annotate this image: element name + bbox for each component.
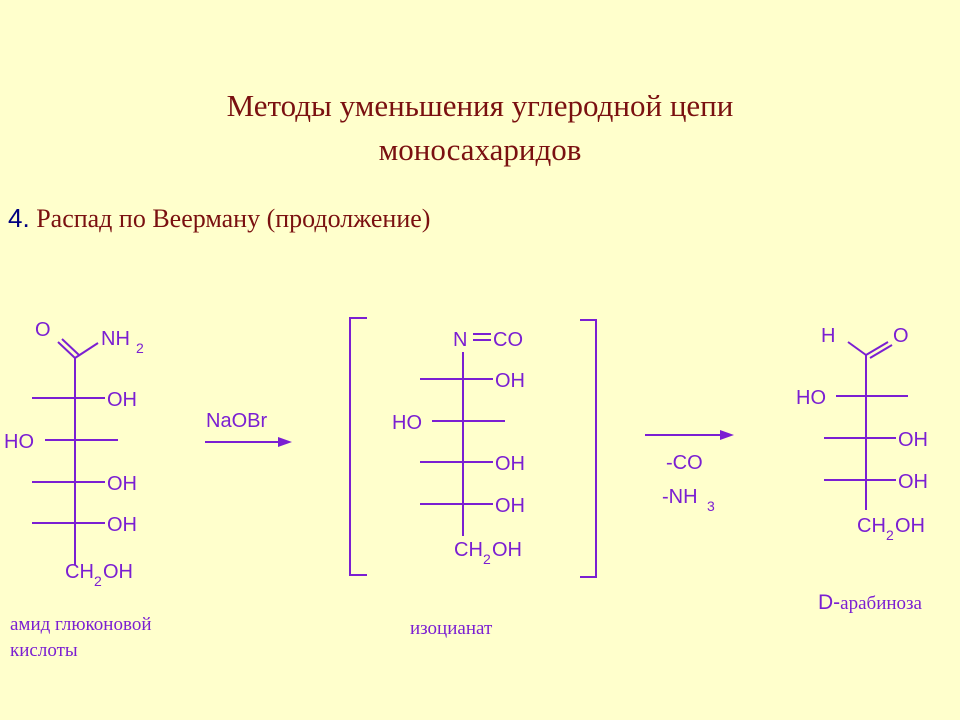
arabinose-caption-name: арабиноза xyxy=(840,593,922,614)
amide-nh-subscript: 2 xyxy=(136,340,144,356)
isocyanate-c4-oh: OH xyxy=(495,453,525,475)
arabinose-c4-oh: OH xyxy=(898,471,928,493)
reagent-naobr: NaOBr xyxy=(206,410,267,432)
amide-c5-oh: OH xyxy=(107,514,137,536)
arabinose-c2-ho: HO xyxy=(796,387,826,409)
slide-title-line1: Методы уменьшения углеродной цепи xyxy=(226,88,734,123)
amide-c2-oh: OH xyxy=(107,389,137,411)
arabinose-caption-prefix: D- xyxy=(818,591,841,614)
arabinose-aldehyde-o: O xyxy=(893,325,909,347)
reagent-minus-co: -CO xyxy=(666,452,703,474)
reagent-nh-subscript: 3 xyxy=(707,498,715,514)
section-number: 4. xyxy=(8,203,30,233)
amide-nh: NH xyxy=(101,328,130,350)
isocyanate-terminal-oh: OH xyxy=(492,539,522,561)
amide-caption-line2: кислоты xyxy=(10,640,78,661)
isocyanate-caption: изоцианат xyxy=(410,618,493,639)
amide-terminal-oh: OH xyxy=(103,561,133,583)
isocyanate-ch-subscript: 2 xyxy=(483,551,491,567)
isocyanate-ch: CH xyxy=(454,539,483,561)
isocyanate-c3-ho: HO xyxy=(392,412,422,434)
reaction-arrow-2-head xyxy=(720,430,734,440)
section-heading: 4. Распад по Веерману (продолжение) xyxy=(8,203,430,234)
arabinose-ch-subscript: 2 xyxy=(886,527,894,543)
amide-carbonyl-o: O xyxy=(35,319,51,341)
arrowheads xyxy=(278,430,734,447)
isocyanate-co: CO xyxy=(493,329,523,351)
reagent-minus-nh: -NH xyxy=(662,486,698,508)
amide-caption: амид глюконовой кислоты xyxy=(10,612,152,664)
amide-c3-ho: HO xyxy=(4,431,34,453)
isocyanate-n: N xyxy=(453,329,467,351)
slide-title-line2: моносахаридов xyxy=(378,132,582,167)
amide-c4-oh: OH xyxy=(107,473,137,495)
amide-caption-line1: амид глюконовой xyxy=(10,614,152,635)
amide-ch-subscript: 2 xyxy=(94,573,102,589)
arabinose-caption: D-арабиноза xyxy=(818,590,922,617)
isocyanate-c5-oh: OH xyxy=(495,495,525,517)
reaction-arrow-1-head xyxy=(278,437,292,447)
arabinose-c3-oh: OH xyxy=(898,429,928,451)
arabinose-aldehyde-h: H xyxy=(821,325,835,347)
isocyanate-c2-oh: OH xyxy=(495,370,525,392)
section-text: Распад по Веерману (продолжение) xyxy=(29,204,431,233)
arabinose-terminal-oh: OH xyxy=(895,515,925,537)
bond-lines xyxy=(32,317,908,578)
amide-ch: CH xyxy=(65,561,94,583)
arabinose-ch: CH xyxy=(857,515,886,537)
